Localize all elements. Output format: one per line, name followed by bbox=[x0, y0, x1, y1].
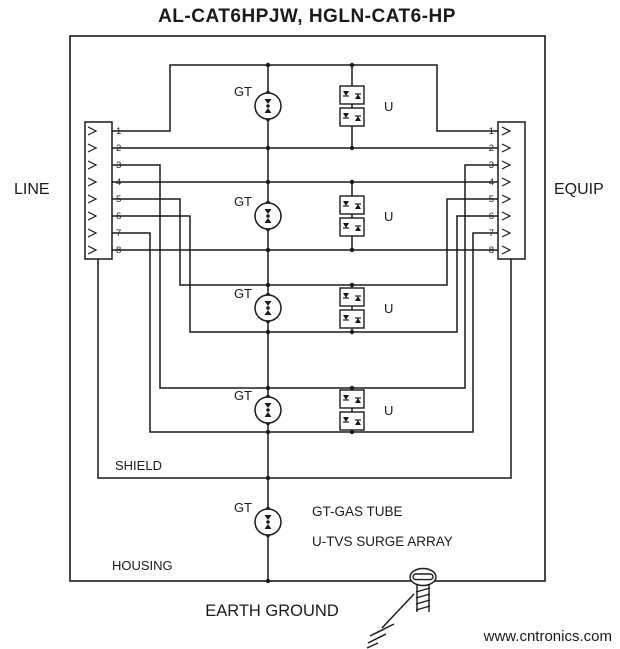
watermark: www.cntronics.com bbox=[483, 628, 612, 645]
housing-label: HOUSING bbox=[112, 558, 173, 573]
u-label: U bbox=[384, 301, 393, 316]
u-label: U bbox=[384, 403, 393, 418]
line-pin-number: 3 bbox=[116, 160, 121, 171]
line-pin-number: 8 bbox=[116, 245, 121, 256]
gt-label: GT bbox=[234, 194, 252, 209]
shield-label: SHIELD bbox=[115, 458, 162, 473]
legend-u: U-TVS SURGE ARRAY bbox=[312, 534, 453, 549]
gas-tube-icon bbox=[254, 294, 282, 322]
ground-symbol-icon bbox=[366, 593, 415, 649]
shield-wire bbox=[97, 259, 512, 479]
line-pin-number: 2 bbox=[116, 143, 121, 154]
gas-tube-icon bbox=[254, 202, 282, 230]
equip-pin-number: 8 bbox=[489, 245, 494, 256]
gas-tube-icon bbox=[254, 508, 282, 536]
u-label: U bbox=[384, 209, 393, 224]
equip-pin-number: 5 bbox=[489, 194, 494, 205]
wires bbox=[97, 64, 512, 581]
gt-label: GT bbox=[234, 286, 252, 301]
equip-connector-body bbox=[497, 121, 526, 260]
wire-pin-5 bbox=[112, 198, 498, 286]
equip-pin-number: 4 bbox=[489, 177, 494, 188]
line-pin-number: 1 bbox=[116, 126, 121, 137]
gas-tube-icon bbox=[254, 396, 282, 424]
wire-pin-3 bbox=[112, 164, 498, 389]
equip-label: EQUIP bbox=[554, 181, 604, 198]
gas-tubes: GT GT GT GT GT bbox=[234, 84, 282, 536]
legend: GT-GAS TUBE U-TVS SURGE ARRAY bbox=[312, 504, 453, 549]
wire-pin-1 bbox=[112, 64, 498, 132]
line-pin-number: 7 bbox=[116, 228, 121, 239]
legend-gt: GT-GAS TUBE bbox=[312, 504, 403, 519]
equip-pin-number: 6 bbox=[489, 211, 494, 222]
equip-pin-number: 2 bbox=[489, 143, 494, 154]
page-title: AL-CAT6HPJW, HGLN-CAT6-HP bbox=[158, 6, 456, 27]
line-connector-body bbox=[84, 121, 113, 260]
gas-tube-icon bbox=[254, 92, 282, 120]
equip-pin-number: 3 bbox=[489, 160, 494, 171]
gt-label: GT bbox=[234, 500, 252, 515]
tvs-arrays: U U U U bbox=[339, 85, 393, 431]
line-pin-number: 6 bbox=[116, 211, 121, 222]
equip-pin-number: 1 bbox=[489, 126, 494, 137]
line-pin-number: 5 bbox=[116, 194, 121, 205]
equip-pin-number: 7 bbox=[489, 228, 494, 239]
line-pin-number: 4 bbox=[116, 177, 121, 188]
earth-ground-label: EARTH GROUND bbox=[205, 602, 339, 620]
line-label: LINE bbox=[14, 181, 50, 198]
gt-label: GT bbox=[234, 388, 252, 403]
gt-label: GT bbox=[234, 84, 252, 99]
wire-pin-7 bbox=[112, 232, 498, 433]
u-label: U bbox=[384, 99, 393, 114]
line-connector: 1 2 3 4 5 6 7 8 bbox=[84, 121, 121, 260]
equip-connector: 1 2 3 4 5 6 7 8 bbox=[489, 121, 526, 260]
wire-pin-6 bbox=[112, 215, 498, 333]
housing-outline bbox=[69, 35, 546, 582]
earth-screw-icon bbox=[409, 567, 437, 612]
